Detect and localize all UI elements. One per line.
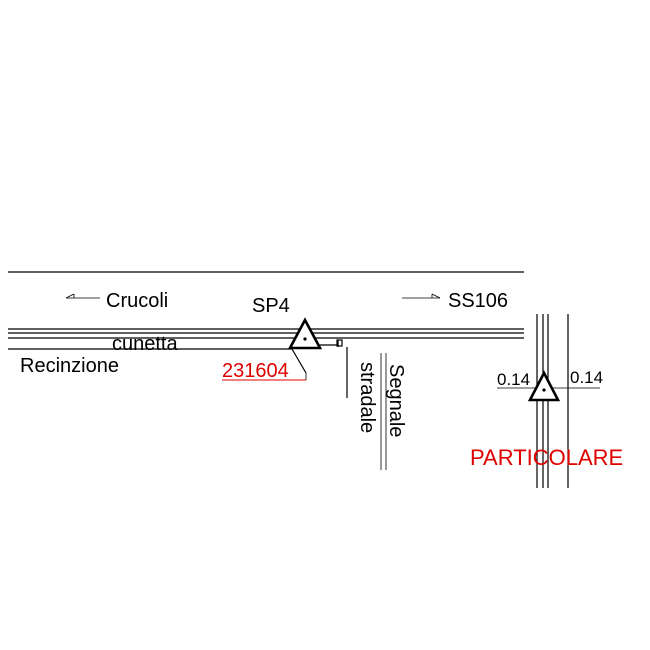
label-crucoli: Crucoli — [106, 290, 168, 312]
detail-triangle-icon — [527, 370, 561, 402]
label-stradale: stradale — [356, 362, 378, 433]
label-dim-left: 0.14 — [497, 370, 530, 389]
code-leader-left — [291, 348, 307, 374]
label-code: 231604 — [222, 360, 289, 382]
label-dim-right: 0.14 — [570, 368, 603, 387]
label-ss106: SS106 — [448, 290, 508, 312]
label-particolare: PARTICOLARE — [470, 445, 623, 470]
arrow-right-icon — [402, 293, 441, 299]
triangle-benchmark-icon — [287, 317, 323, 350]
label-cunetta: cunetta — [112, 333, 178, 355]
label-segnale: Segnale — [385, 364, 407, 437]
detail-view — [497, 314, 600, 488]
sign-base — [336, 339, 343, 347]
label-sp4: SP4 — [252, 295, 290, 317]
label-recinzione: Recinzione — [20, 355, 119, 377]
arrow-left-icon — [65, 293, 100, 299]
